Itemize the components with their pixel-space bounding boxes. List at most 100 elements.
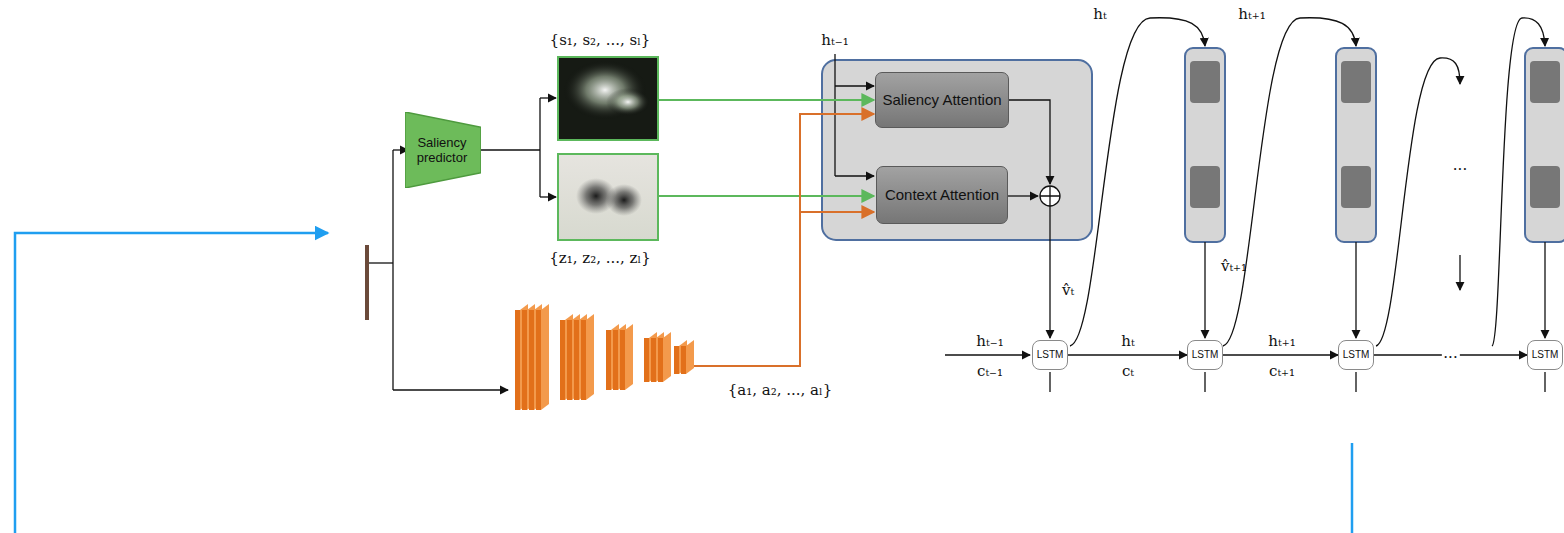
- feedback-curve: [1492, 18, 1545, 346]
- lstm-cell: LSTM: [1527, 340, 1563, 370]
- input-arrow: [393, 389, 508, 390]
- blue-pointer-line: [1351, 443, 1354, 533]
- attention-panel-small: [1185, 48, 1225, 242]
- art-path: [567, 320, 572, 400]
- attention-block: [1530, 166, 1560, 208]
- art-path: [658, 338, 663, 382]
- math-label: hₜ: [1121, 333, 1134, 349]
- initial-state-arrow: [945, 354, 1030, 355]
- attention-box: Saliency Attention: [875, 72, 1009, 128]
- art-path: [611, 324, 619, 390]
- sum-symbol: [1040, 186, 1060, 206]
- feedback-curve: [1376, 58, 1460, 346]
- state-connector: [1223, 354, 1338, 355]
- saliency-feature-arrow: [658, 99, 874, 101]
- math-label: {a₁, a₂, ..., aₗ}: [728, 382, 833, 398]
- math-label: v̂ₜ: [1062, 282, 1074, 298]
- hidden-state-arrow: [835, 175, 874, 176]
- attention-output-arrow: [1008, 195, 1038, 196]
- attention-output-arrow: [1008, 100, 1050, 184]
- blue-pointer-line: [15, 233, 328, 533]
- ellipsis-arrow: [1459, 255, 1460, 290]
- attention-block: [1341, 166, 1371, 208]
- math-label: cₜ₊₁: [1269, 363, 1295, 379]
- edge-label: ...: [1441, 345, 1459, 361]
- art-path: [644, 338, 649, 382]
- node-text: LSTM: [1192, 349, 1219, 361]
- math-label: hₜ₋₁: [976, 333, 1003, 349]
- predictor-wire: [539, 98, 540, 197]
- saliency-predictor: Saliency predictor: [405, 112, 481, 188]
- math-label: cₜ: [1122, 363, 1134, 379]
- art-path: [620, 330, 625, 390]
- image-border: [558, 154, 658, 240]
- attention-panel-small: [1336, 48, 1376, 242]
- lstm-cell: LSTM: [1187, 340, 1223, 370]
- math-label: hₜ₋₁: [821, 32, 848, 48]
- art-path: [560, 320, 565, 400]
- saliency-map-image: [558, 57, 658, 140]
- math-label: v̂ₜ₊₁: [1221, 258, 1247, 274]
- art-path: [586, 314, 594, 400]
- art-path: [541, 304, 549, 410]
- art-path: [613, 330, 618, 390]
- art-path: [656, 332, 664, 382]
- art-path: [522, 310, 527, 410]
- predictor-wire: [476, 149, 540, 150]
- math-label: {s₁, s₂, ..., sₗ}: [550, 32, 651, 48]
- art-path: [515, 310, 520, 410]
- saliency-glow: [606, 88, 650, 116]
- art-path: [618, 324, 626, 390]
- predictor-arrow: [540, 196, 556, 197]
- context-vector-arrow: [1204, 242, 1205, 338]
- art-path: [536, 310, 541, 410]
- input-wire: [369, 262, 393, 263]
- trapezoid-shape: [405, 112, 481, 188]
- node-text: LSTM: [1532, 349, 1559, 361]
- attention-block: [1190, 166, 1220, 208]
- math-label: cₜ₋₁: [977, 363, 1003, 379]
- math-label: ...: [1453, 157, 1467, 173]
- cnn-feature-arrow: [800, 211, 874, 213]
- node-text: Saliency Attention: [882, 91, 1001, 109]
- art-path: [606, 330, 611, 390]
- node-text: LSTM: [1037, 349, 1064, 361]
- predictor-arrow: [540, 97, 556, 98]
- art-path: [574, 320, 579, 400]
- art-path: [527, 304, 535, 410]
- art-path: [625, 324, 633, 390]
- context-map-image: [558, 154, 658, 240]
- cnn-layers: [515, 304, 694, 410]
- art-path: [520, 304, 528, 410]
- art-path: [529, 310, 534, 410]
- state-connector: [1068, 354, 1187, 355]
- lstm-cell: LSTM: [1032, 340, 1068, 370]
- context-feature-arrow: [658, 195, 874, 197]
- art-path: [572, 314, 580, 400]
- feedback-curve: [1070, 18, 1205, 346]
- attention-panel-small: [1525, 48, 1564, 242]
- context-blob: [606, 184, 642, 216]
- attention-box: Context Attention: [876, 166, 1008, 224]
- node-text: Saliency predictor: [407, 135, 477, 165]
- art-path: [534, 304, 542, 410]
- feedback-curve: [1223, 18, 1356, 346]
- context-vector-arrow: [1049, 206, 1050, 338]
- context-vector-arrow: [1355, 242, 1356, 338]
- attention-block: [1341, 61, 1371, 103]
- sum-symbol-cross: [1040, 186, 1060, 206]
- lstm-cell: LSTM: [1338, 340, 1374, 370]
- art-path: [651, 338, 656, 382]
- art-path: [581, 320, 586, 400]
- input-frame: [365, 245, 369, 320]
- art-path: [649, 332, 657, 382]
- math-label: hₜ₊₁: [1238, 6, 1265, 22]
- hidden-state-arrow: [835, 85, 874, 86]
- attention-block: [1530, 61, 1560, 103]
- art-path: [579, 314, 587, 400]
- context-vector-arrow: [1544, 242, 1545, 338]
- art-path: [686, 340, 694, 374]
